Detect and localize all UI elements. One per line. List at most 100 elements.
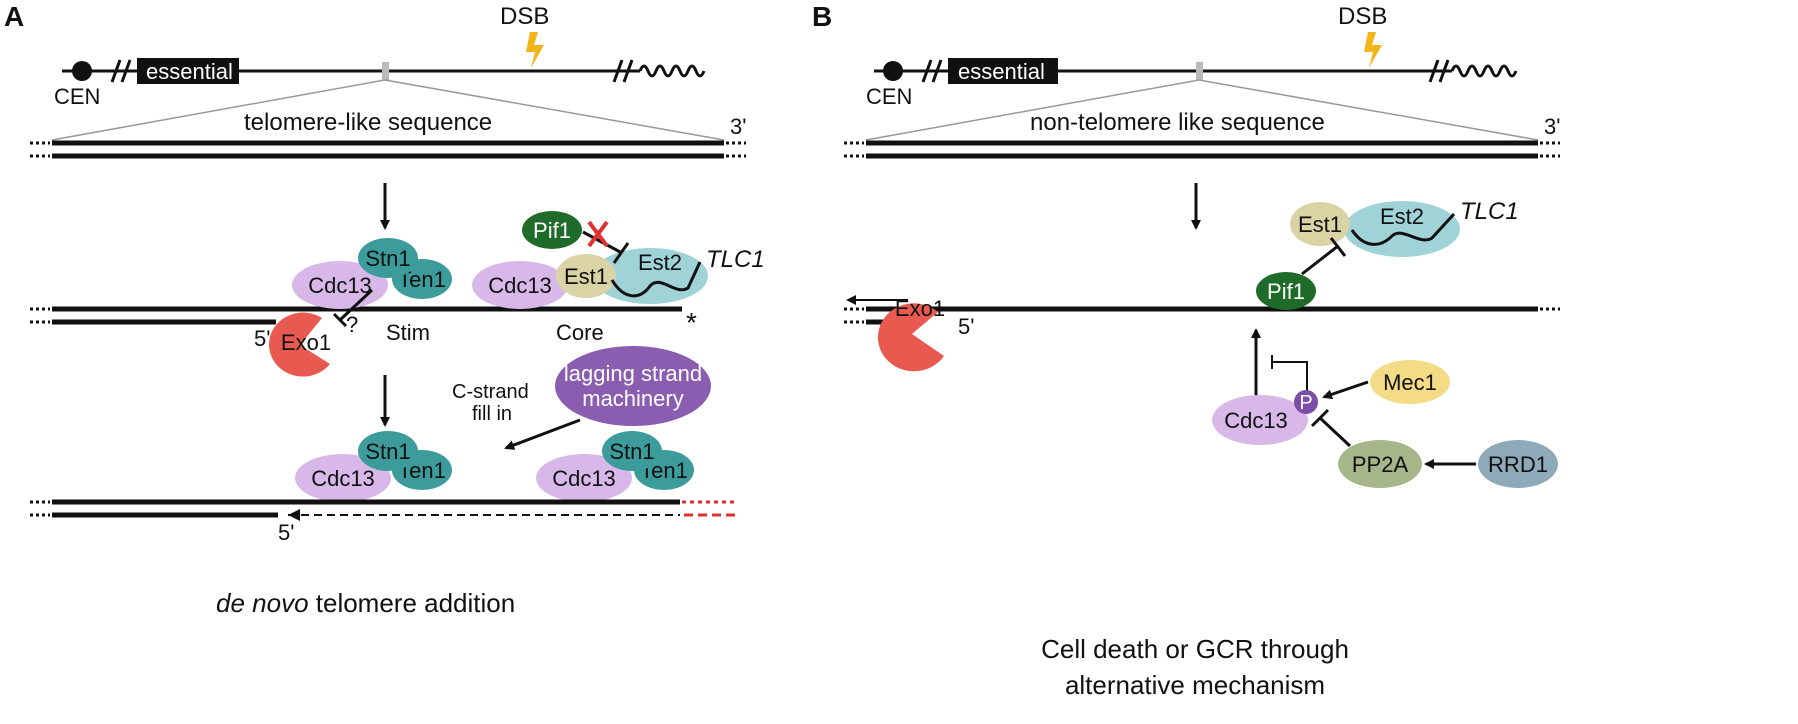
core-label: Core [556, 320, 604, 345]
rrd1-label: RRD1 [1488, 452, 1548, 477]
cdc13-protein [1212, 395, 1308, 445]
cdc13-protein [472, 261, 568, 309]
zoom-lines-a [51, 79, 725, 141]
phosphate-icon [1294, 390, 1318, 414]
mec1-protein [1370, 360, 1450, 404]
est1-protein [556, 254, 616, 298]
essential-gene-box [948, 58, 1058, 84]
break-mark-icon [612, 59, 634, 83]
exo1-label: Exo1 [281, 330, 331, 355]
red-asterisk: * [686, 307, 697, 338]
telomere-like-sequence-label: telomere-like sequence [244, 109, 492, 136]
telomere-repeats-icon [1450, 64, 1518, 78]
break-mark-icon [110, 59, 132, 83]
caption-a: de novo telomere addition [216, 588, 515, 618]
pif1-inhibition-a: Pif1 [522, 211, 630, 264]
cdc13-label: Cdc13 [311, 466, 375, 491]
essential-label: essential [146, 59, 233, 84]
three-prime-label: 3' [1544, 114, 1560, 139]
cstrand-label-line2: fill in [472, 403, 512, 425]
three-prime-label: 3' [730, 114, 746, 139]
telomerase-b: Est2 Est1 TLC1 [1290, 198, 1519, 257]
insertion-site-marker [1196, 62, 1203, 80]
zoom-lines-b [865, 79, 1539, 141]
caption-a-italic: de novo [216, 588, 309, 618]
dsb-lightning-icon [526, 32, 544, 68]
dsb-label: DSB [1338, 3, 1387, 30]
essential-label: essential [958, 59, 1045, 84]
centromere-icon [72, 61, 92, 81]
caption-b-line2: alternative mechanism [1065, 670, 1325, 700]
cstrand-label-line1: C-strand [452, 381, 529, 403]
pif1-label: Pif1 [533, 218, 571, 243]
caption-a-rest: telomere addition [309, 588, 516, 618]
pp2a-label: PP2A [1352, 452, 1409, 477]
pif1-inhibition-b: Pif1 [1256, 237, 1347, 310]
non-telomere-sequence-label: non-telomere like sequence [1030, 109, 1325, 136]
tlc1-rna [1350, 212, 1456, 246]
chromosome-b: CEN essential DSB [866, 3, 1518, 109]
five-prime-label: 5' [278, 520, 294, 545]
cen-label: CEN [54, 84, 100, 109]
inhibition-line [338, 288, 374, 322]
est1-label: Est1 [1298, 212, 1342, 237]
cdc13-regulation: Cdc13 P Mec1 PP2A RRD1 [1212, 328, 1558, 488]
tlc1-rna [610, 261, 702, 298]
exo1-label: Exo1 [895, 296, 945, 321]
mec1-arrow [1322, 380, 1369, 400]
pp2a-protein [1338, 440, 1422, 488]
tlc1-label: TLC1 [1460, 198, 1519, 225]
panel-a-letter: A [4, 1, 24, 32]
insertion-site-marker [382, 62, 389, 80]
stn1-protein [358, 238, 418, 278]
break-mark-icon [921, 59, 943, 83]
lagging-label-line1: lagging strand [564, 361, 702, 386]
cdc13-label: Cdc13 [1224, 408, 1288, 433]
panel-b: B CEN essential DSB non-telomere lik [812, 1, 1560, 700]
tlc1-label: TLC1 [706, 246, 765, 273]
dna-resected-a [30, 306, 682, 325]
centromere-icon [883, 61, 903, 81]
five-prime-label: 5' [958, 314, 974, 339]
exo1-nuclease [269, 312, 330, 377]
bottom-complexes-a: Cdc13 Ten1 Stn1 Cdc13 Ten1 Stn1 [295, 431, 694, 502]
cdc13-label: Cdc13 [552, 466, 616, 491]
stim-label: Stim [386, 320, 430, 345]
essential-gene-box [137, 58, 239, 84]
stn1-label: Stn1 [365, 246, 410, 271]
est2-label: Est2 [1380, 204, 1424, 229]
lagging-strand-machinery [555, 346, 711, 426]
cdc13-label: Cdc13 [308, 273, 372, 298]
dna-duplex-a [30, 140, 746, 159]
phosphate-label: P [1299, 392, 1312, 414]
dsb-lightning-icon [1364, 32, 1382, 68]
pif1-protein [522, 211, 582, 249]
stim-complex: Cdc13 Ten1 Stn1 ? [292, 238, 452, 337]
dsb-label: DSB [500, 3, 549, 30]
stn1-label: Stn1 [365, 439, 410, 464]
dna-resected-b [844, 295, 1560, 325]
five-prime-label: 5' [254, 326, 270, 351]
cdc13-label: Cdc13 [488, 273, 552, 298]
rrd1-protein [1478, 440, 1558, 488]
pif1-protein [1256, 272, 1316, 310]
telomere-repeats-icon [638, 64, 706, 78]
question-mark: ? [346, 312, 358, 337]
panel-b-letter: B [812, 1, 832, 32]
pp2a-inhibition [1318, 416, 1352, 448]
caption-b-line1: Cell death or GCR through [1041, 634, 1349, 664]
feedback-inhibition [1272, 361, 1308, 392]
dna-extended-a [30, 499, 736, 521]
break-mark-icon [1428, 59, 1450, 83]
est1-protein [1290, 202, 1350, 246]
chromosome-a: CEN essential DSB [54, 3, 706, 109]
lagging-label-line2: machinery [582, 386, 683, 411]
est2-label: Est2 [638, 250, 682, 275]
stn1-label: Stn1 [609, 439, 654, 464]
dna-duplex-b [844, 140, 1560, 159]
panel-a: A CEN essential DSB telome [4, 1, 765, 618]
est1-label: Est1 [564, 264, 608, 289]
exo1-nuclease [877, 303, 944, 372]
mec1-label: Mec1 [1383, 370, 1437, 395]
